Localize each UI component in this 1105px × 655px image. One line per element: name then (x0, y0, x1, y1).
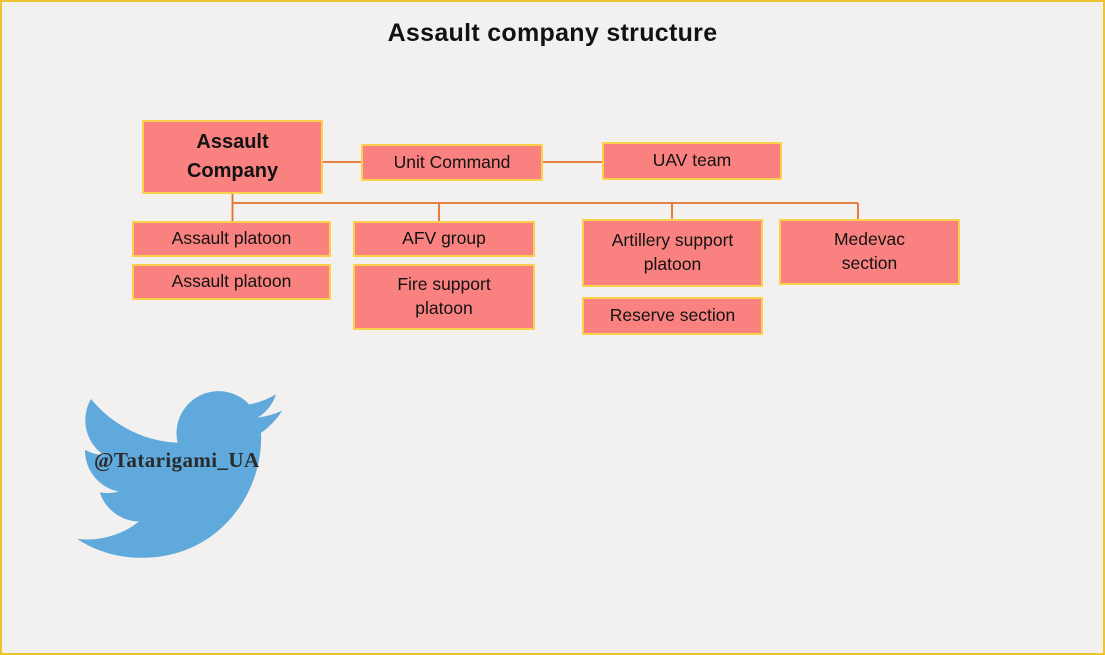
page-title: Assault company structure (387, 19, 718, 47)
node-fire-support-platoon: Fire support platoon (353, 264, 535, 330)
twitter-bird-icon (77, 391, 282, 558)
node-assault-platoon-2: Assault platoon (132, 264, 331, 300)
node-artillery-support-platoon: Artillery support platoon (582, 219, 763, 287)
node-reserve-section: Reserve section (582, 297, 763, 335)
node-assault-company: Assault Company (142, 120, 323, 194)
node-uav-team: UAV team (602, 142, 782, 180)
node-medevac-section: Medevac section (779, 219, 960, 285)
watermark-handle: @Tatarigami_UA (94, 448, 260, 472)
watermark: @Tatarigami_UA (74, 372, 304, 582)
node-assault-platoon-1: Assault platoon (132, 221, 331, 257)
node-afv-group: AFV group (353, 221, 535, 257)
node-unit-command: Unit Command (361, 144, 543, 181)
